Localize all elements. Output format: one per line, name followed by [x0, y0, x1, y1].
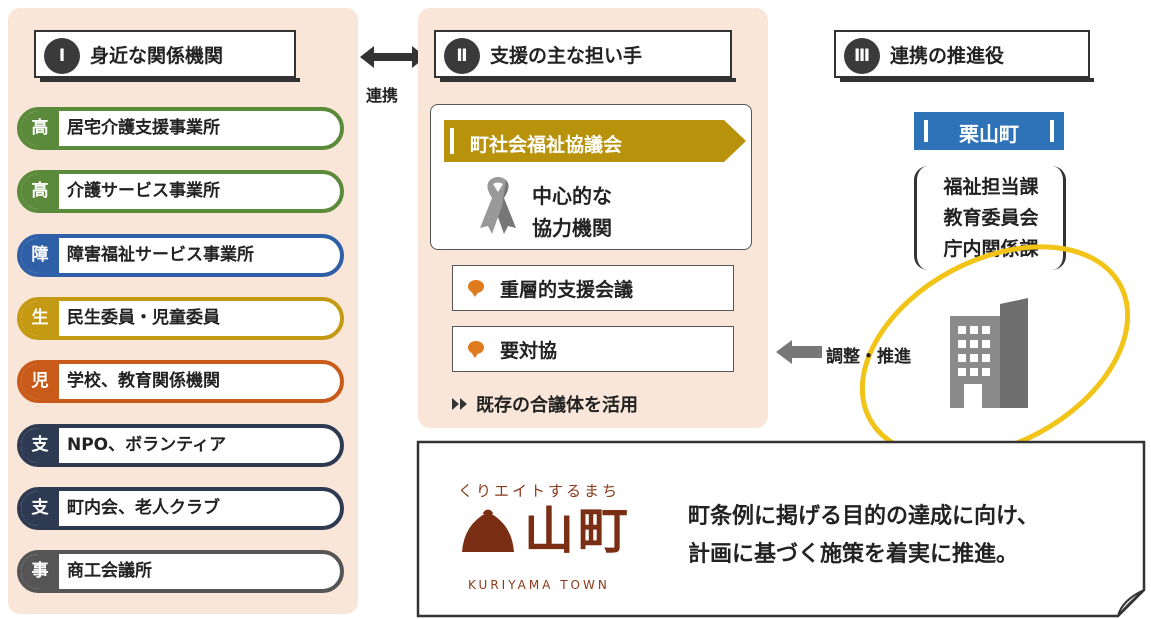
role-line-1: 中心的な: [532, 184, 612, 208]
dept-3: 庁内関係課: [943, 238, 1039, 260]
agency-category-tag: 支: [21, 428, 59, 463]
header-related-agencies: Ⅰ 身近な関係機関: [34, 30, 300, 82]
agency-item: 事商工会議所: [17, 550, 344, 593]
section-number-2: Ⅱ: [444, 38, 480, 74]
agency-label: 居宅介護支援事業所: [67, 118, 220, 138]
agency-category-tag: 事: [21, 554, 59, 589]
meeting-2-label: 要対協: [500, 340, 558, 362]
agency-item: 生民生委員・児童委員: [17, 297, 344, 340]
agency-label: 民生委員・児童委員: [67, 308, 220, 328]
building-icon: [950, 298, 1028, 408]
existing-bodies-note: 既存の合議体を活用: [476, 395, 638, 416]
footer-frame: [416, 440, 1146, 618]
section-number-3: Ⅲ: [844, 38, 880, 74]
bidirectional-arrow-icon: [360, 46, 426, 68]
agency-category-tag: 高: [21, 111, 59, 146]
section-title-3: 連携の推進役: [890, 45, 1005, 67]
agency-item: 障障害福祉サービス事業所: [17, 234, 344, 277]
ribbon-icon: [480, 177, 516, 234]
footer-message-1: 町条例に掲げる目的の達成に向け、: [688, 504, 1039, 529]
agency-item: 支町内会、老人クラブ: [17, 487, 344, 530]
agency-item: 高介護サービス事業所: [17, 170, 344, 213]
agency-label: 介護サービス事業所: [67, 181, 220, 201]
logo-tagline: くりエイトするまち: [458, 482, 621, 500]
speech-bubble-icon: [468, 280, 484, 297]
left-arrow-icon: [776, 340, 822, 364]
dept-1: 福祉担当課: [943, 176, 1039, 198]
council-banner: [444, 120, 746, 162]
town-badge: 栗山町: [914, 112, 1064, 150]
meeting-box-1: [452, 265, 734, 311]
agency-item: 児学校、教育関係機関: [17, 360, 344, 403]
header-main-support: Ⅱ 支援の主な担い手: [434, 30, 736, 82]
link-label: 連携: [366, 86, 399, 105]
agency-label: NPO、ボランティア: [67, 435, 227, 455]
council-name: 町社会福祉協議会: [470, 134, 623, 156]
agency-category-tag: 支: [21, 491, 59, 526]
agency-item: 高居宅介護支援事業所: [17, 107, 344, 150]
highlight-circle: [859, 244, 1131, 460]
chestnut-logo-icon: [462, 509, 514, 552]
header-promoter: Ⅲ 連携の推進役: [834, 30, 1094, 82]
logo-name: 山町: [524, 502, 632, 560]
agency-label: 障害福祉サービス事業所: [67, 245, 254, 265]
agency-label: 学校、教育関係機関: [67, 371, 220, 391]
meeting-box-2: [452, 326, 734, 372]
double-chevron-icon: [452, 398, 467, 410]
dept-bracket: [914, 166, 1066, 270]
footer-message-2: 計画に基づく施策を着実に推進。: [688, 542, 1019, 567]
agency-label: 商工会議所: [67, 561, 152, 581]
meeting-1-label: 重層的支援会議: [500, 279, 634, 301]
agency-item: 支 NPO、ボランティア: [17, 424, 344, 467]
section-title-1: 身近な関係機関: [90, 45, 224, 67]
role-line-2: 協力機関: [532, 216, 612, 240]
section-number-1: Ⅰ: [44, 38, 80, 74]
agency-category-tag: 生: [21, 301, 59, 336]
agency-label: 町内会、老人クラブ: [67, 498, 220, 518]
speech-bubble-icon: [468, 341, 484, 358]
coordinate-label: 調整・推進: [826, 347, 911, 367]
section-title-2: 支援の主な担い手: [490, 45, 643, 67]
agency-category-tag: 高: [21, 174, 59, 209]
town-name: 栗山町: [959, 122, 1019, 146]
agency-category-tag: 障: [21, 238, 59, 273]
dept-2: 教育委員会: [943, 207, 1039, 229]
agency-category-tag: 児: [21, 364, 59, 399]
logo-english: KURIYAMA TOWN: [468, 578, 610, 592]
